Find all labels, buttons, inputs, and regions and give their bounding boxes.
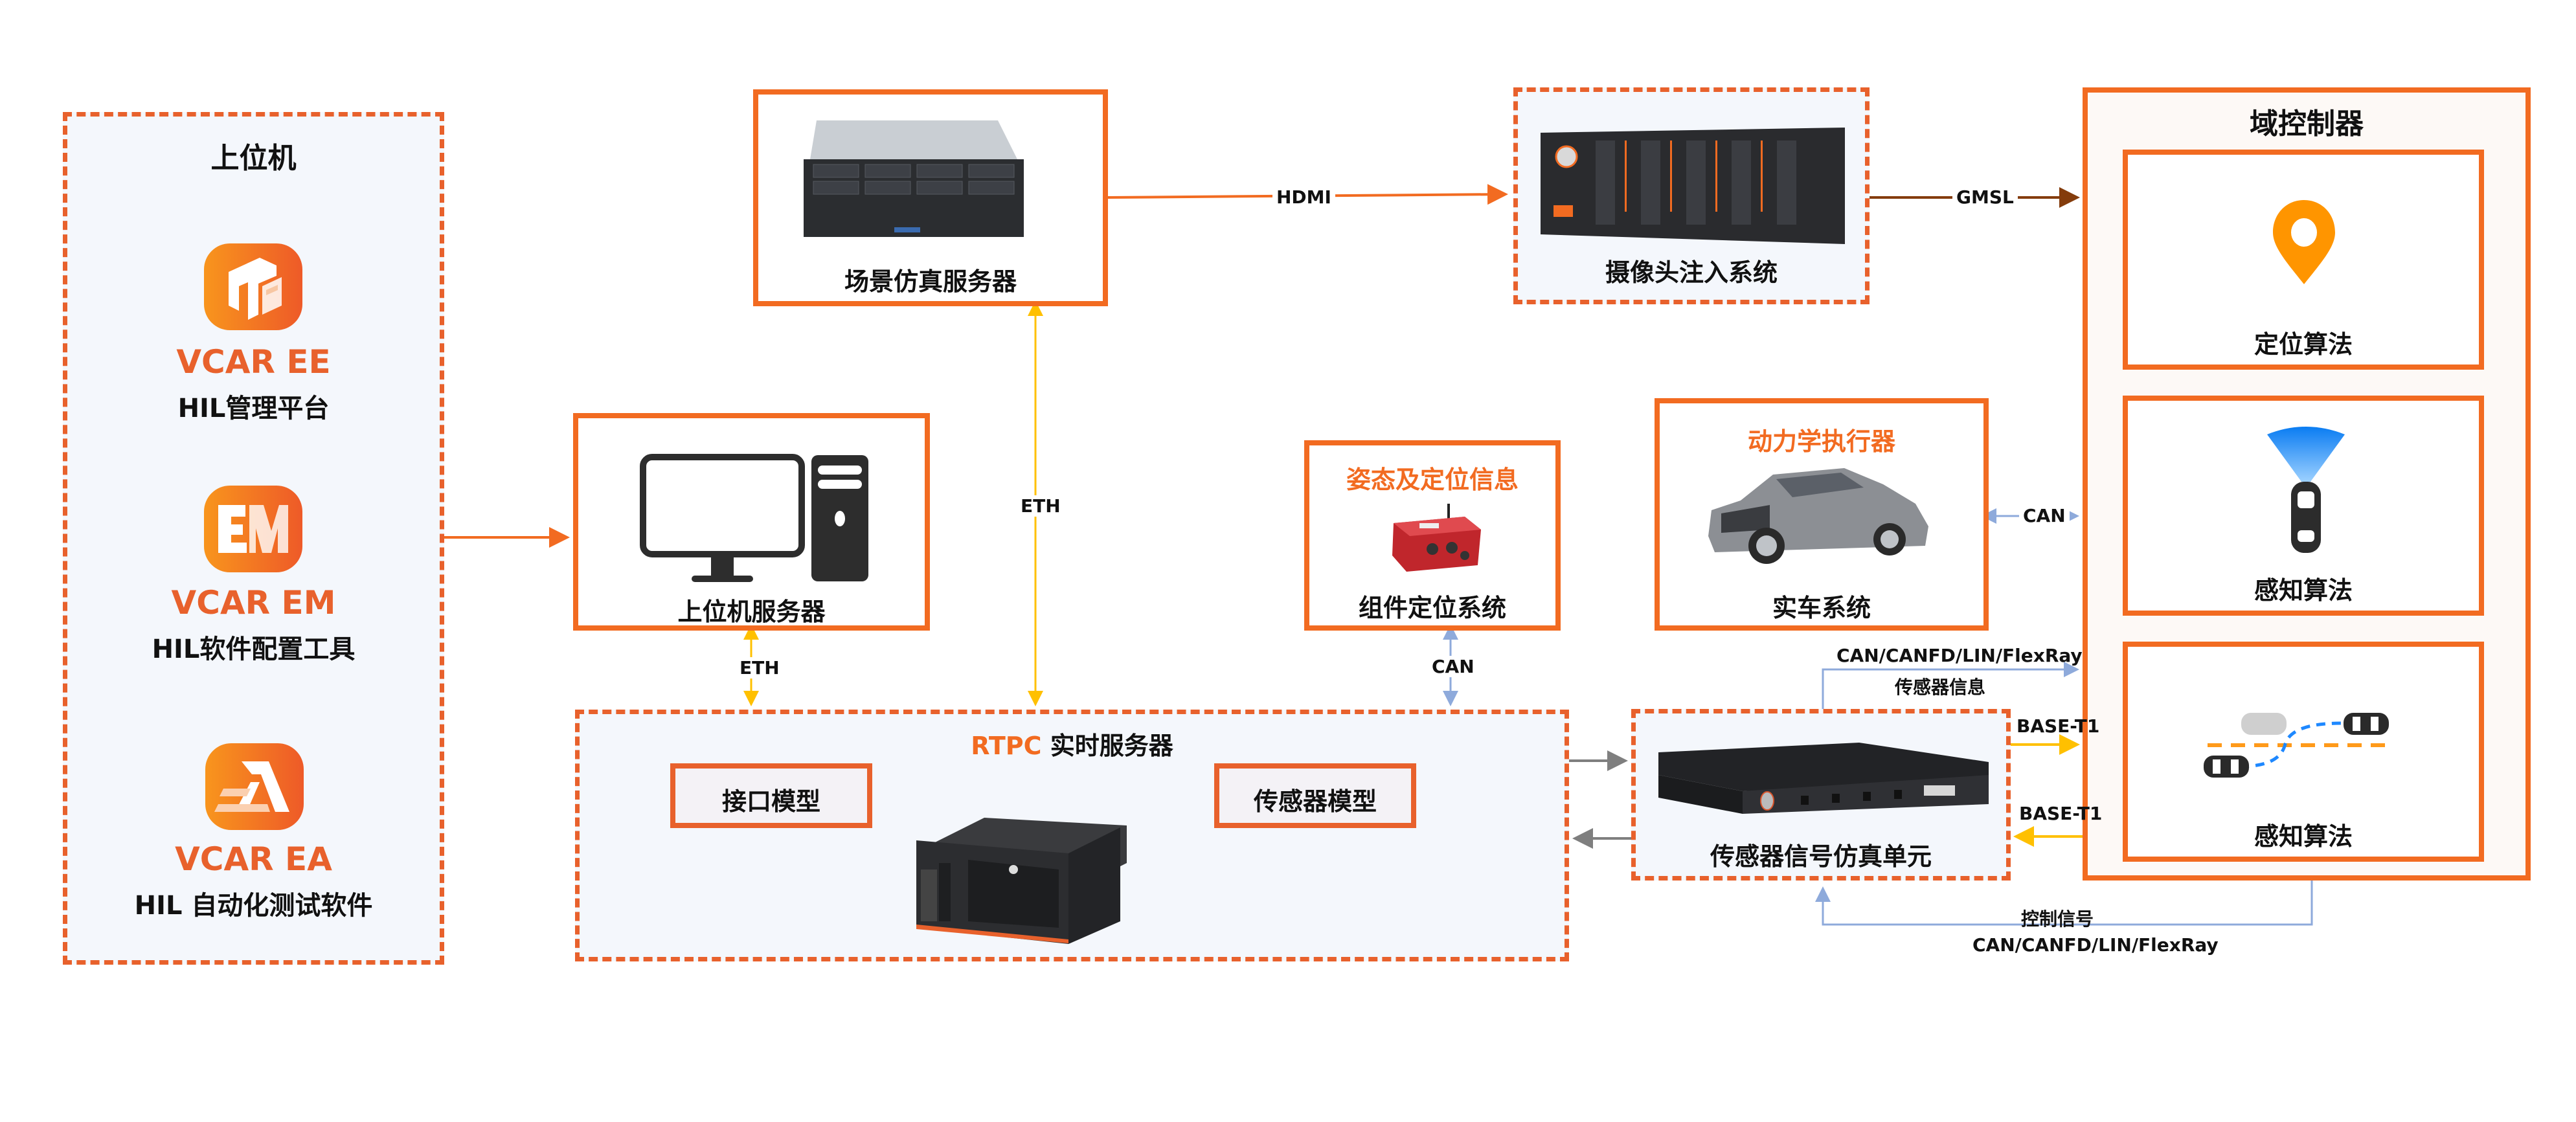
label-control-bus: CAN/CANFD/LIN/FlexRay	[1972, 934, 2219, 956]
vehicle-heading: 动力学执行器	[1747, 427, 1895, 456]
positioning-heading: 姿态及定位信息	[1346, 466, 1519, 494]
vcar-ea-logo-icon[interactable]	[205, 743, 304, 830]
positioning-label: 组件定位系统	[1358, 594, 1506, 622]
rtpc-title-suffix: 实时服务器	[1041, 732, 1173, 760]
vcar-ee-logo-icon[interactable]	[204, 243, 302, 330]
dc-module-localization[interactable]: 定位算法	[2123, 150, 2484, 370]
label-gmsl: GMSL	[1952, 186, 2018, 208]
vcar-ee-name: VCAR EE	[176, 343, 331, 381]
vcar-ee-desc: HIL管理平台	[177, 394, 330, 423]
dc-module-perception-1-label: 感知算法	[2254, 576, 2353, 605]
arrow-sensor-bus	[1822, 662, 2079, 709]
interface-model-label: 接口模型	[721, 787, 820, 816]
desktop-computer-icon	[640, 454, 879, 583]
host-server-box[interactable]: 上位机服务器	[573, 413, 930, 631]
label-base-t1-in: BASE-T1	[2019, 803, 2103, 824]
dc-module-perception-2[interactable]: 感知算法	[2123, 642, 2484, 862]
vcar-ea-desc: HIL 自动化测试软件	[134, 891, 373, 921]
domain-controller-title: 域控制器	[2250, 107, 2364, 140]
suv-car-icon	[1695, 465, 1948, 568]
rack-server-icon	[797, 114, 1069, 243]
vcar-em-logo-icon[interactable]	[204, 486, 302, 572]
label-hdmi: HDMI	[1272, 186, 1335, 208]
car-radar-icon	[2264, 427, 2348, 556]
rtpc-title: RTPC 实时服务器	[580, 726, 1565, 761]
vehicle-label: 实车系统	[1772, 594, 1871, 622]
sensor-model-box[interactable]: 传感器模型	[1214, 763, 1416, 828]
vcar-ea-name: VCAR EA	[175, 840, 332, 878]
rtpc-server-box[interactable]: RTPC 实时服务器 接口模型 传感器模型	[575, 710, 1569, 961]
sensor-sim-unit-label: 传感器信号仿真单元	[1710, 842, 1932, 871]
camera-injection-label: 摄像头注入系统	[1605, 258, 1778, 287]
label-can-positioning: CAN	[1428, 656, 1478, 677]
industrial-pc-icon	[907, 818, 1179, 947]
host-panel: 上位机 VCAR EE HIL管理平台 VCAR EM HIL软件配置工具 VC…	[63, 112, 444, 965]
ins-gps-device-icon	[1387, 504, 1484, 575]
lane-change-icon	[2202, 712, 2397, 783]
scene-server-label: 场景仿真服务器	[844, 267, 1017, 296]
label-sensor-info: 传感器信息	[1895, 677, 1986, 698]
label-eth-scene: ETH	[1017, 495, 1065, 517]
domain-controller-box[interactable]: 域控制器 定位算法 感知算法 感知算法	[2083, 87, 2531, 881]
camera-injection-box[interactable]: 摄像头注入系统	[1513, 87, 1870, 304]
vehicle-system-box[interactable]: 动力学执行器 实车系统	[1655, 398, 1989, 631]
camera-injection-device-icon	[1537, 128, 1848, 244]
rtpc-title-prefix: RTPC	[971, 732, 1042, 760]
dc-module-perception-1[interactable]: 感知算法	[2123, 396, 2484, 616]
scene-server-box[interactable]: 场景仿真服务器	[753, 89, 1108, 306]
label-sensor-bus: CAN/CANFD/LIN/FlexRay	[1836, 645, 2083, 666]
vcar-em-desc: HIL软件配置工具	[152, 634, 356, 664]
sensor-sim-box-icon	[1658, 743, 1989, 814]
sensor-model-label: 传感器模型	[1253, 787, 1377, 816]
interface-model-box[interactable]: 接口模型	[670, 763, 872, 828]
host-panel-title: 上位机	[210, 142, 297, 175]
arrow-control-signal	[1815, 881, 2313, 926]
label-base-t1-out: BASE-T1	[2017, 715, 2100, 737]
dc-module-localization-label: 定位算法	[2254, 330, 2353, 359]
label-control-signal: 控制信号	[2021, 908, 2094, 930]
positioning-system-box[interactable]: 姿态及定位信息 组件定位系统	[1304, 440, 1561, 631]
vcar-em-name: VCAR EM	[171, 584, 336, 622]
dc-module-perception-2-label: 感知算法	[2254, 822, 2353, 851]
host-server-label: 上位机服务器	[677, 598, 826, 626]
label-eth-host: ETH	[736, 657, 784, 679]
label-can-vehicle: CAN	[2019, 505, 2070, 526]
location-pin-icon	[2272, 200, 2336, 284]
sensor-sim-unit-box[interactable]: 传感器信号仿真单元	[1631, 709, 2011, 881]
